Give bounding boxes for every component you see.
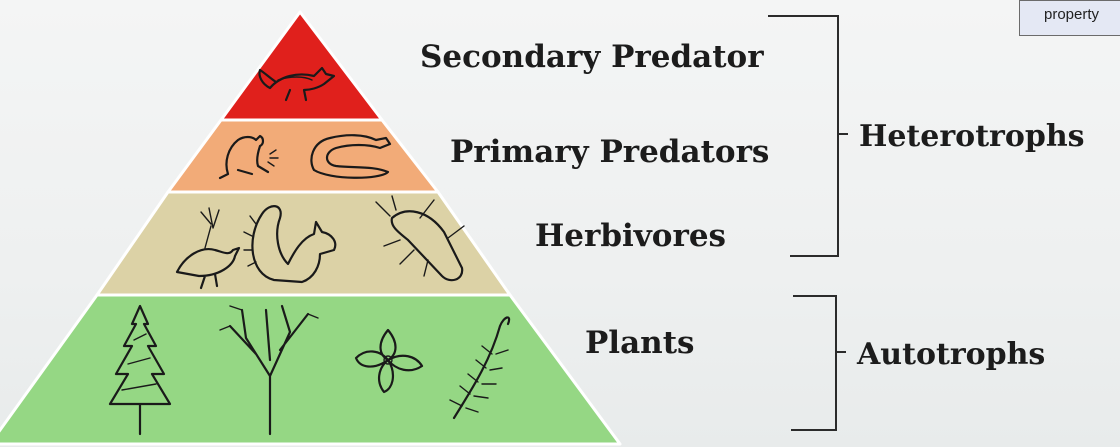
- tier-plants: [0, 295, 620, 444]
- label-autotrophs: Autotrophs: [856, 337, 1045, 372]
- label-heterotrophs: Heterotrophs: [859, 119, 1085, 154]
- label-herbivores: Herbivores: [535, 218, 726, 254]
- label-primary-predators: Primary Predators: [450, 134, 769, 170]
- label-plants: Plants: [585, 325, 694, 361]
- tier-secondary-predator: [221, 12, 382, 120]
- pyramid: [0, 12, 620, 444]
- label-secondary-predator: Secondary Predator: [420, 39, 764, 75]
- bracket-heterotrophs: [768, 16, 848, 256]
- tier-primary-predators: [168, 120, 438, 192]
- bracket-autotrophs: [791, 296, 846, 430]
